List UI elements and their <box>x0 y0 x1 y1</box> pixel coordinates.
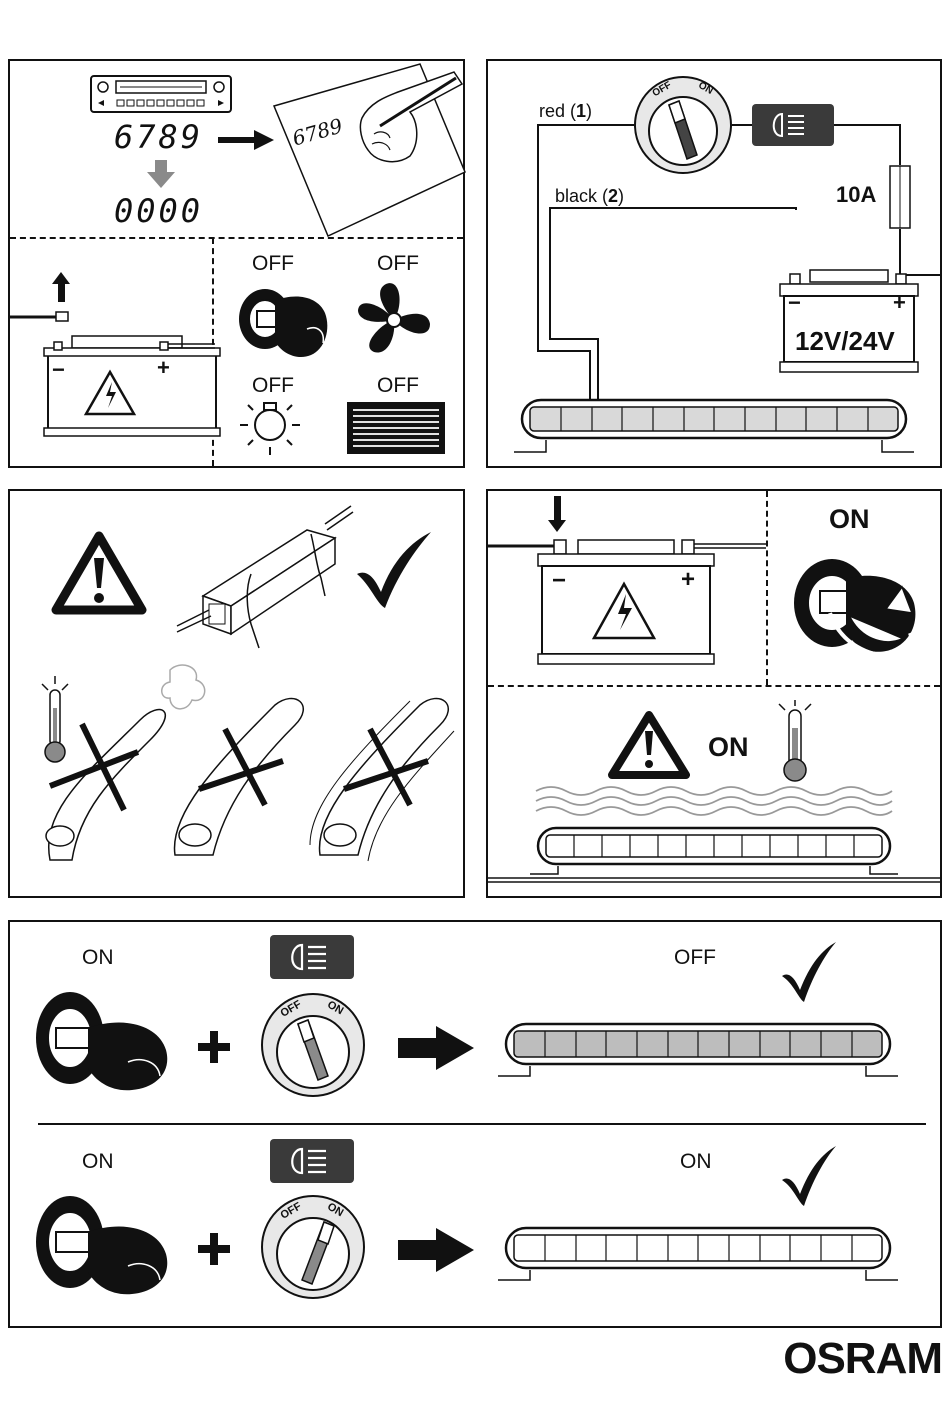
battery-minus-2: − <box>788 290 801 316</box>
cable-bent-crossed-icon <box>165 685 315 865</box>
row2-ignition-on-label: ON <box>82 1150 114 1174</box>
ignition-on-label: ON <box>829 504 870 535</box>
off-label-fan: OFF <box>377 252 419 276</box>
arrow-down-icon <box>147 160 175 188</box>
arrow-right-icon <box>218 130 274 150</box>
wire-black-number: 2 <box>608 186 618 206</box>
wire-black-paren: ) <box>618 186 624 206</box>
warning-triangle-icon <box>50 530 148 616</box>
row1-ignition-key-icon <box>32 988 172 1093</box>
heat-waves-icon <box>536 783 892 819</box>
divider <box>488 685 940 687</box>
cable-in-conduit-icon <box>175 500 355 650</box>
wire-black-label: black (2) <box>555 186 624 207</box>
battery-disconnected-icon <box>10 270 215 440</box>
row2-ignition-key-icon <box>32 1192 172 1297</box>
row1-rotary-switch-off-icon <box>260 992 366 1098</box>
wire-red-label: red (1) <box>539 101 592 122</box>
row2-plus-icon <box>198 1233 230 1265</box>
warning-triangle-icon <box>606 709 692 779</box>
light-bar-icon <box>520 398 910 456</box>
thermometer-icon <box>777 700 813 784</box>
row2-rotary-switch-on-icon <box>260 1194 366 1300</box>
headlight-indicator-icon <box>752 104 834 146</box>
row1-ignition-on-label: ON <box>82 946 114 970</box>
car-radio-icon <box>90 75 232 113</box>
row1-result-label: OFF <box>674 946 716 970</box>
row2-light-bar-on-icon <box>504 1226 892 1282</box>
heat-warning-on-label: ON <box>708 732 749 763</box>
fuse-icon <box>889 165 911 229</box>
wire-black-text: black ( <box>555 186 608 206</box>
rear-window-heater-icon <box>347 402 445 454</box>
wire-red-text: red ( <box>539 101 576 121</box>
checkmark-icon <box>355 530 433 610</box>
row1-plus-icon <box>198 1031 230 1063</box>
fuse-rating: 10A <box>836 182 876 208</box>
off-label-heater: OFF <box>377 374 419 398</box>
off-label-ignition: OFF <box>252 252 294 276</box>
row1-arrow-right-icon <box>398 1026 474 1070</box>
battery-icon <box>778 266 920 376</box>
note-paper-with-hand-icon <box>270 62 465 238</box>
wire-red-paren: ) <box>586 101 592 121</box>
radio-code-display: 6789 <box>114 118 203 156</box>
battery-plus-3: + <box>681 566 695 594</box>
battery-minus: − <box>52 357 65 383</box>
ignition-key-icon <box>237 283 332 363</box>
wire-red-number: 1 <box>576 101 586 121</box>
row2-result-label: ON <box>680 1150 712 1174</box>
row1-light-bar-off-icon <box>504 1022 892 1078</box>
row2-checkmark-icon <box>780 1144 838 1208</box>
ignition-key-turn-icon <box>790 543 920 673</box>
battery-minus-3: − <box>552 567 566 595</box>
divider <box>38 1123 926 1125</box>
fan-icon <box>352 278 436 362</box>
cable-vibration-crossed-icon <box>310 685 460 865</box>
radio-reset-display: 0000 <box>114 192 203 230</box>
battery-plus-2: + <box>893 290 906 316</box>
light-bar-on-icon <box>536 826 892 878</box>
row2-headlight-indicator-icon <box>270 1139 354 1183</box>
battery-connect-icon <box>486 496 766 671</box>
rotary-switch-off-icon <box>633 75 733 175</box>
battery-voltage: 12V/24V <box>795 326 895 357</box>
row1-checkmark-icon <box>780 940 838 1004</box>
row2-arrow-right-icon <box>398 1228 474 1272</box>
ground-surface <box>486 874 942 898</box>
battery-plus: + <box>157 355 170 381</box>
row1-headlight-indicator-icon <box>270 935 354 979</box>
light-bulb-icon <box>238 395 302 457</box>
brand-logo: OSRAM <box>783 1334 942 1384</box>
divider <box>766 491 768 685</box>
